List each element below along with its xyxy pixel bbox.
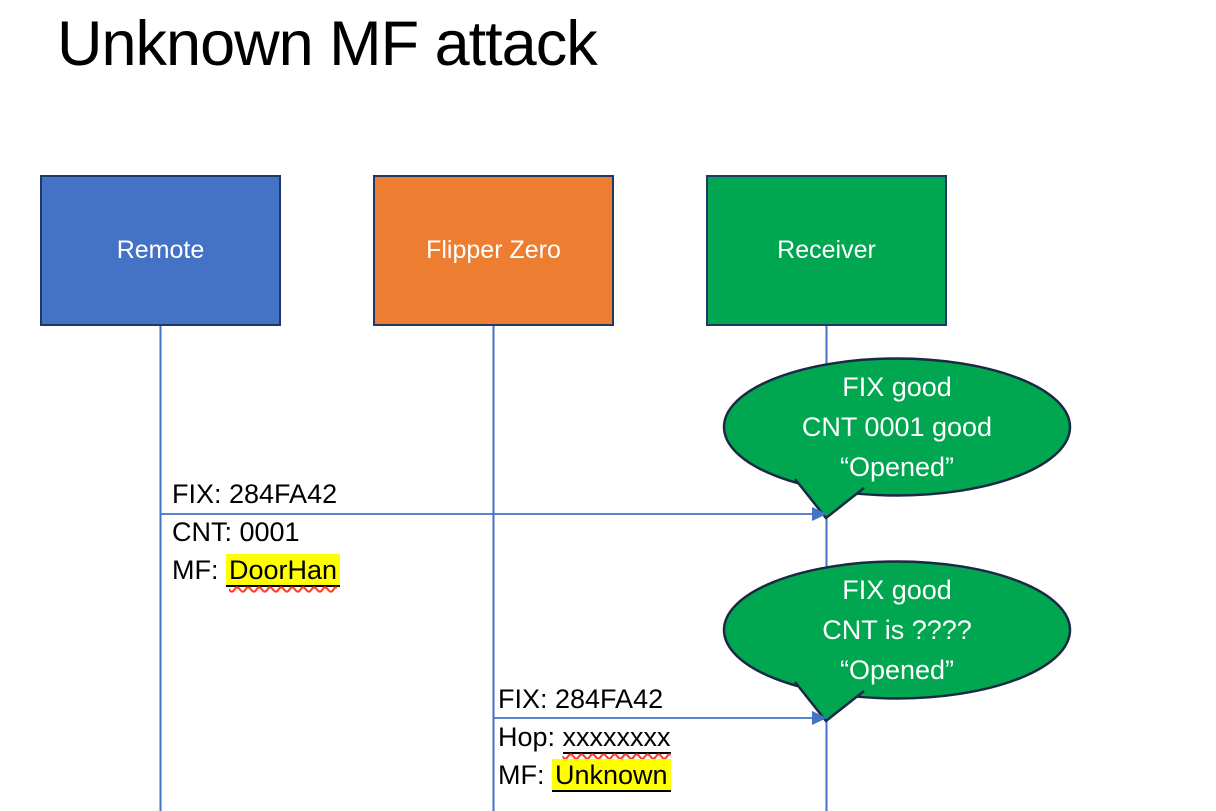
bubble-2-line-1: FIX good xyxy=(842,575,952,605)
message-arrow-2 xyxy=(493,711,827,725)
message-1-label: FIX: 284FA42 CNT: 0001 MF: DoorHan xyxy=(172,475,341,589)
message-2-label: FIX: 284FA42 Hop: xxxxxxxx MF: Unknown xyxy=(498,680,671,794)
message-2-line-fix: FIX: 284FA42 xyxy=(498,684,664,714)
bubble-2-line-2: CNT is ???? xyxy=(822,615,972,645)
bubble-1-line-2: CNT 0001 good xyxy=(801,412,993,442)
actor-label-remote: Remote xyxy=(116,236,205,264)
actor-label-flipper-zero: Flipper Zero xyxy=(426,236,561,264)
message-1-line-fix: FIX: 284FA42 xyxy=(172,479,338,509)
arrowhead-icon xyxy=(812,507,827,521)
actor-label-receiver: Receiver xyxy=(777,236,876,264)
speech-bubble-1 xyxy=(722,357,1072,520)
message-2-line-hop: Hop: xxxxxxxx xyxy=(498,722,671,754)
bubble-1-line-3: “Opened” xyxy=(839,452,955,482)
actor-box-receiver: Receiver xyxy=(706,175,947,326)
speech-bubble-1-text: FIX good CNT 0001 good “Opened” xyxy=(724,367,1070,487)
actor-box-remote: Remote xyxy=(40,175,281,326)
bubble-1-line-1: FIX good xyxy=(842,372,952,402)
message-arrow-1 xyxy=(160,507,827,521)
highlighted-value-doorhan: DoorHan xyxy=(226,554,341,587)
highlighted-value-unknown: Unknown xyxy=(552,759,671,792)
speech-bubble-2-text: FIX good CNT is ???? “Opened” xyxy=(724,570,1070,690)
page-title: Unknown MF attack xyxy=(57,9,598,79)
message-2-line-mf: MF: Unknown xyxy=(498,756,671,794)
speech-bubble-2 xyxy=(722,560,1072,723)
arrowhead-icon xyxy=(812,711,827,725)
bubble-2-line-3: “Opened” xyxy=(839,655,955,685)
message-1-line-mf: MF: DoorHan xyxy=(172,551,341,589)
message-1-line-cnt: CNT: 0001 xyxy=(172,517,300,547)
underlined-value-hop: xxxxxxxx xyxy=(562,722,671,754)
actor-box-flipper-zero: Flipper Zero xyxy=(373,175,614,326)
